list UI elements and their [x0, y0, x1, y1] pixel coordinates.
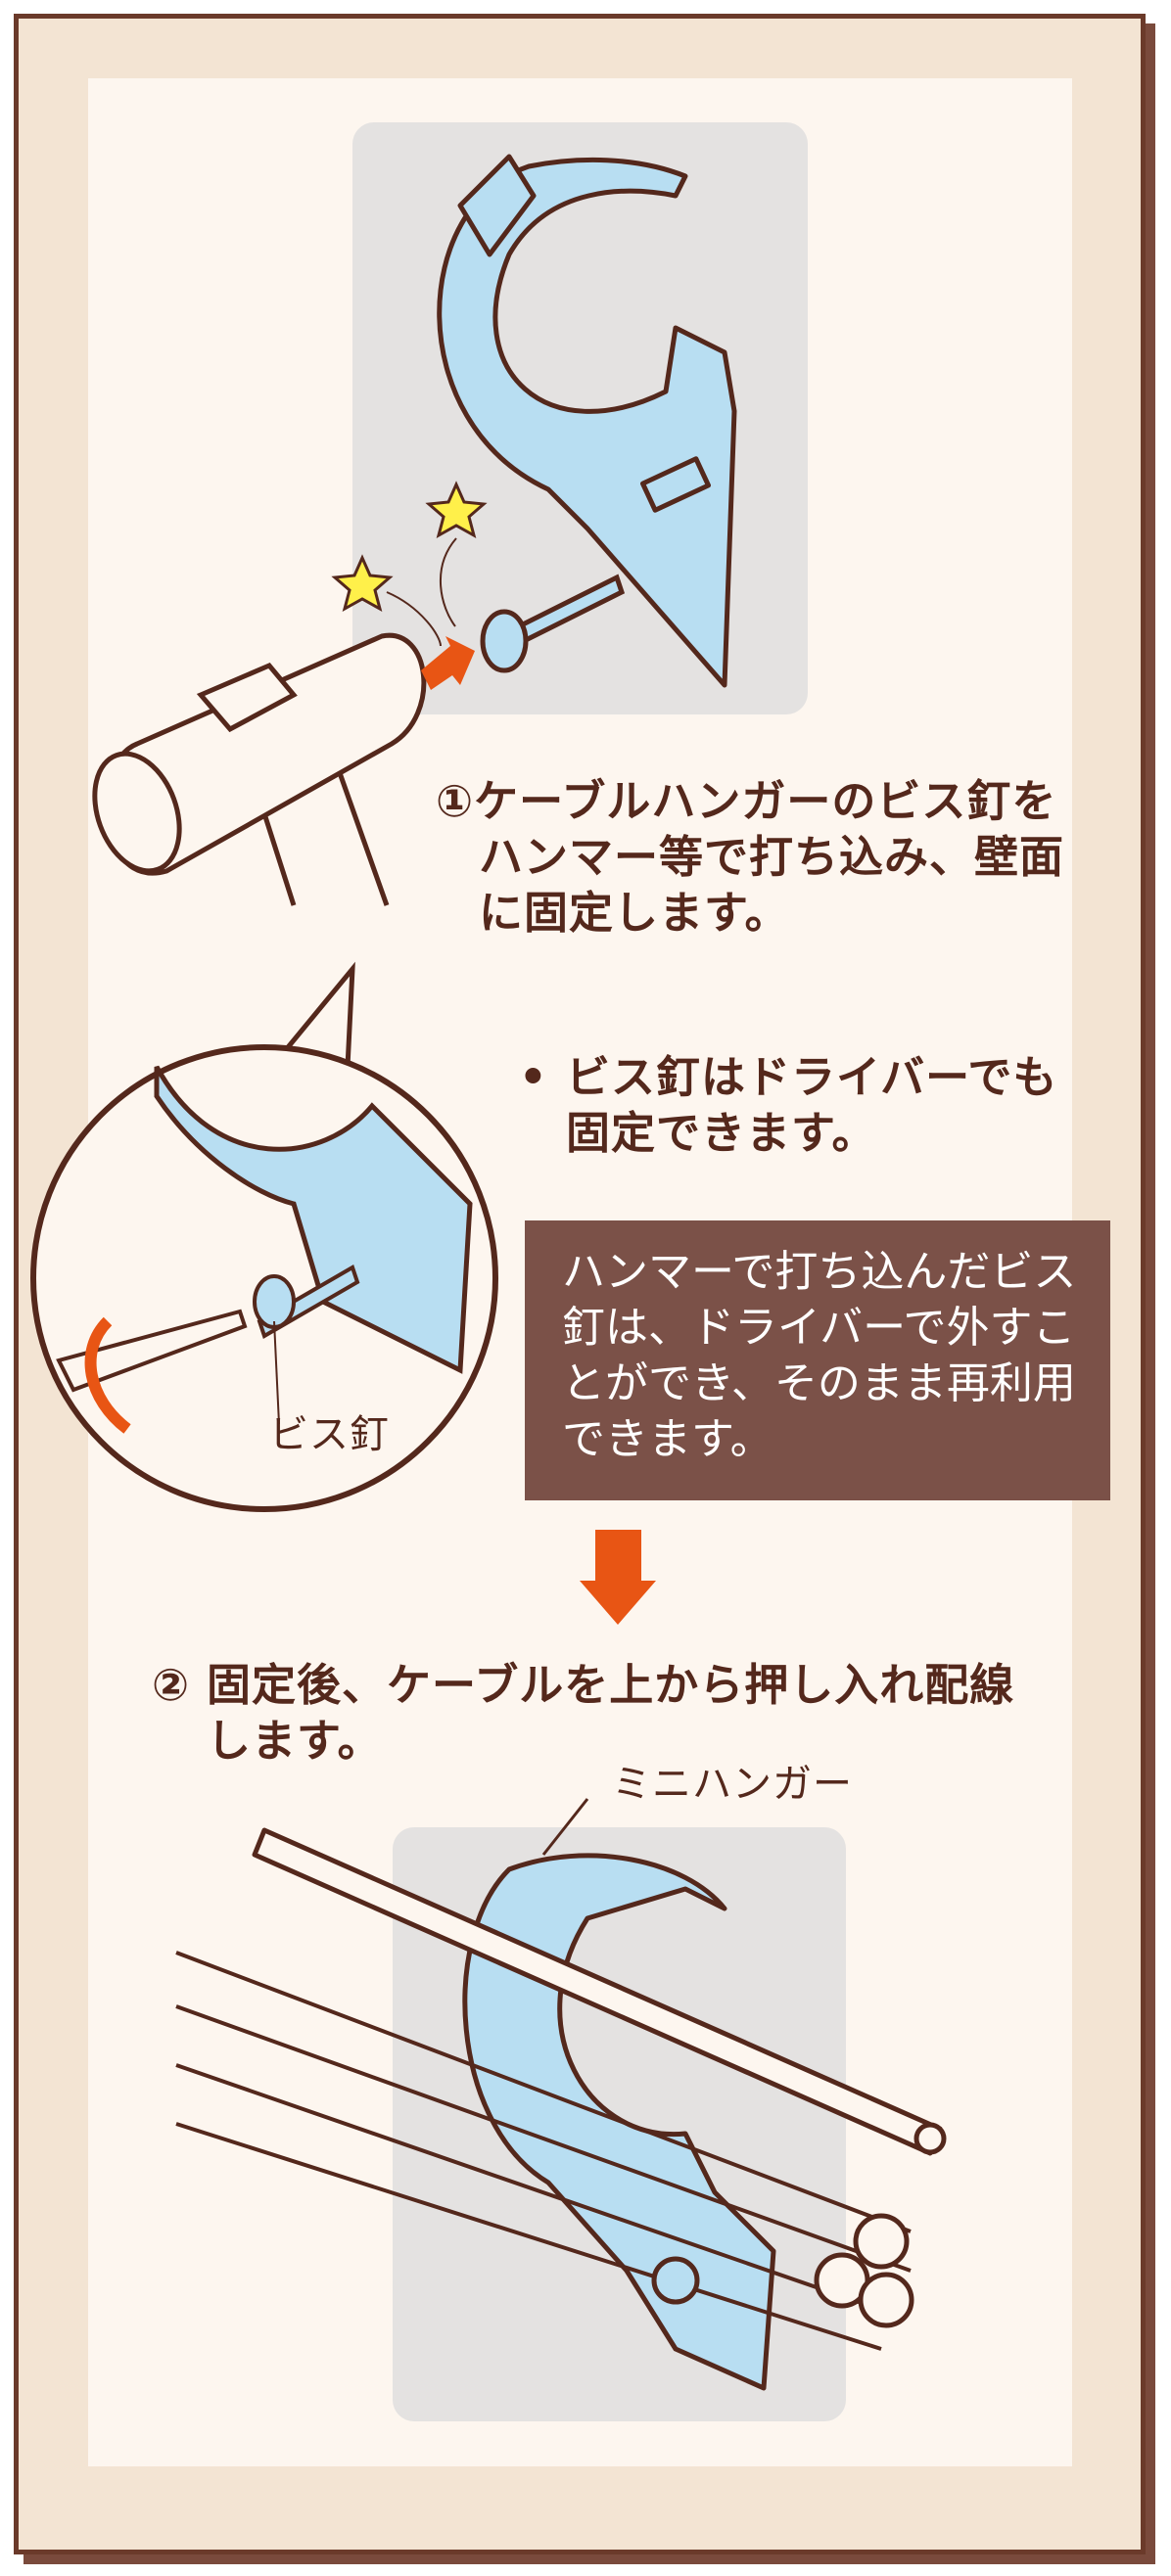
arrow-right-icon [421, 636, 475, 690]
tip-text: •ビス釘はドライバーでも 固定できます。 [519, 1051, 1058, 1159]
cable-hanger-illustration-2 [175, 1798, 947, 2391]
screw-icon [480, 574, 626, 673]
star-icon [425, 481, 488, 539]
bullet: • [519, 1051, 548, 1103]
mini-hanger-label: ミニハンガー [612, 1762, 853, 1807]
step-1-text: ①ケーブルハンガーのビス釘を ハンマー等で打ち込み、壁面 に固定します。 [436, 775, 1065, 939]
cable-hanger-illustration-1 [437, 154, 737, 688]
star-icon [331, 554, 394, 613]
step-2-number: ② [152, 1659, 191, 1711]
step-1-number: ① [436, 775, 475, 827]
screw-label: ビス釘 [269, 1412, 390, 1457]
detail-callout [30, 961, 498, 1512]
reuse-note: ハンマーで打ち込んだビス 釘は、ドライバーで外すこ とができ、そのまま再利用 で… [525, 1220, 1110, 1500]
arrow-down-icon [580, 1530, 656, 1625]
hammer-illustration [92, 632, 427, 906]
